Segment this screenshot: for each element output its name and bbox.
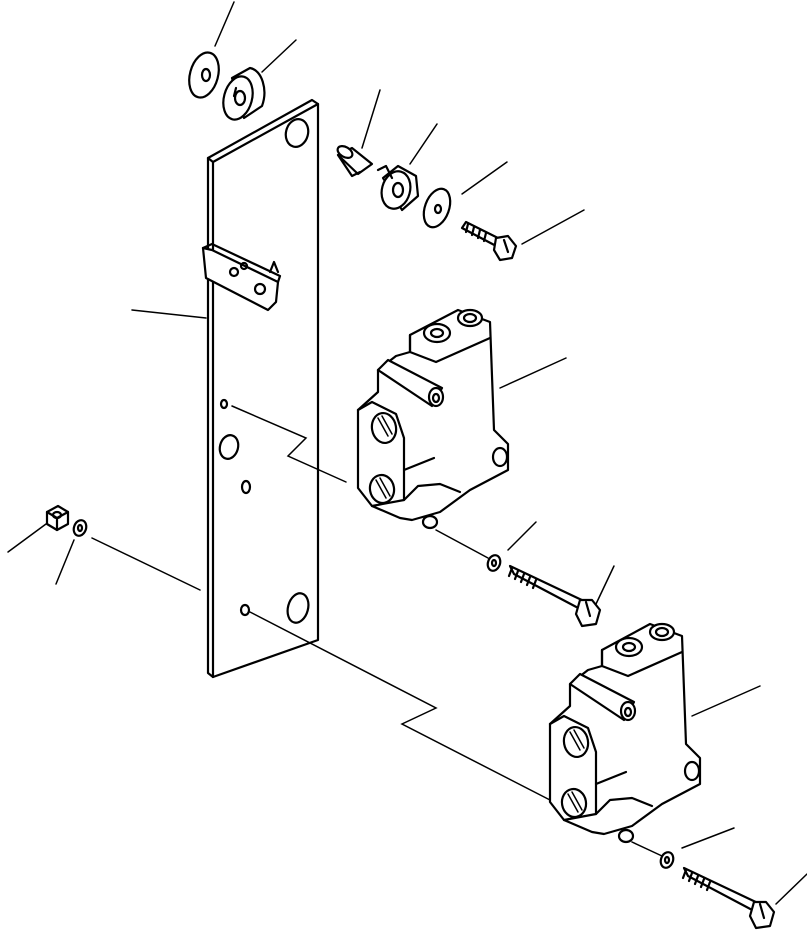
lock-washer-left [72, 519, 88, 537]
plate-hole-small-1 [219, 398, 229, 410]
flat-washer-top [188, 51, 220, 99]
hex-nut [45, 504, 70, 532]
plate-hole-top [284, 118, 310, 148]
lock-washer-mid [486, 554, 502, 572]
rubber-mount [222, 66, 266, 121]
flat-washer-right [422, 187, 452, 229]
bolt-mid [507, 564, 602, 628]
plate-hole-bottom [286, 592, 310, 624]
bolt-bottom [681, 866, 776, 930]
plate-hole-mid [218, 434, 240, 460]
plate-hole-small-3 [239, 603, 251, 617]
leader-lines [7, 1, 807, 905]
mounting-plate [201, 98, 320, 679]
rubber-cushion [376, 164, 420, 212]
valve-body-upper [356, 308, 510, 530]
sleeve [336, 145, 374, 178]
valve-body-lower [548, 622, 702, 844]
plate-hole-small-2 [240, 479, 252, 495]
lock-washer-bottom [659, 851, 675, 869]
assembly-center-lines [91, 405, 663, 857]
bolt-top [460, 220, 518, 262]
plate-bracket [201, 242, 282, 312]
